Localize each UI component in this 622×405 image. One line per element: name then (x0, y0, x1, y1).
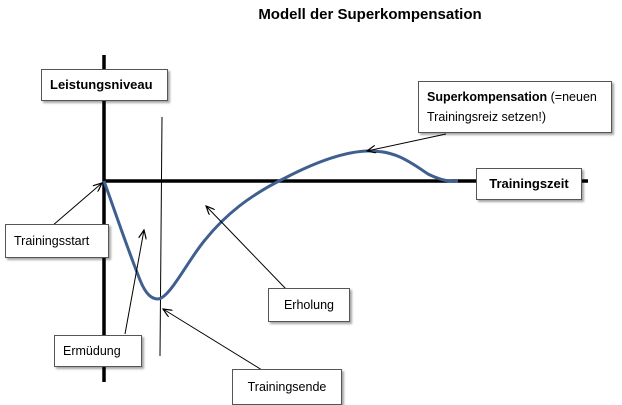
fatigue-label: Ermüdung (54, 335, 142, 367)
training-end-label: Trainingsende (232, 369, 342, 405)
training-start-label: Trainingsstart (5, 224, 109, 258)
training-end-arrow (163, 309, 263, 371)
training-end-line (159, 116, 163, 357)
diagram-title: Modell der Superkompensation (258, 6, 482, 23)
supercompensation-arrow (367, 133, 447, 151)
supercompensation-note-1: (=neuen (547, 90, 597, 104)
supercompensation-label: Superkompensation (=neuen Trainingsreiz … (418, 81, 612, 133)
supercompensation-note-2: Trainingsreiz setzen!) (427, 110, 547, 124)
recovery-label: Erholung (268, 288, 350, 322)
y-axis-label: Leistungsniveau (41, 69, 168, 101)
performance-curve (102, 149, 459, 301)
recovery-arrow (206, 206, 287, 290)
x-axis-label: Trainingszeit (476, 168, 582, 200)
training-start-arrow (51, 183, 102, 227)
fatigue-arrow (124, 230, 144, 335)
supercompensation-title: Superkompensation (427, 90, 548, 104)
